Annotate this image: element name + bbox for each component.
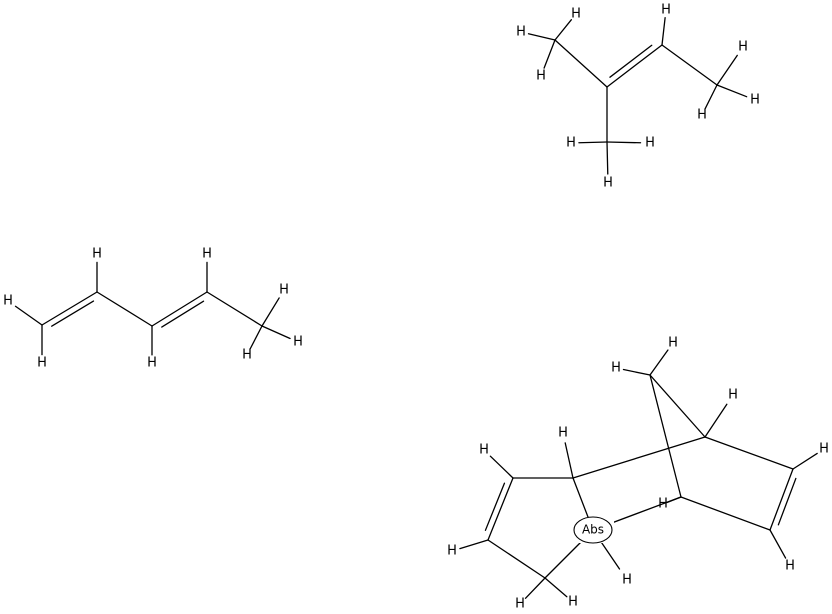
hydrogen-atom-label: H [728,388,738,403]
hydrogen-atom-label: H [645,136,655,151]
hydrogen-atom-label: H [611,361,621,376]
h-bond [666,496,682,504]
double-bond-main [41,291,98,326]
hydrogen-atom-label: H [147,356,157,371]
h-bond [704,403,728,438]
h-bond [527,33,556,41]
double-bond-inner [609,44,653,78]
stereo-abs-label: Abs [572,516,614,544]
double-bond-main [606,44,663,88]
bond [661,44,718,86]
hydrogen-atom-label: H [661,3,671,18]
h-bond [543,39,556,69]
hydrogen-atom-label: H [202,247,212,262]
bond [96,291,153,327]
double-bond-main [151,291,208,327]
double-bond-inner [484,482,506,531]
h-bond [489,455,514,479]
hydrogen-atom-label: H [750,93,760,108]
molecule-2-methyl-2-butene: H H H H H H H H H H [516,3,760,191]
hydrogen-atom-label: H [558,426,568,441]
h-bond [792,452,818,470]
h-bond [249,325,263,350]
h-bond [261,297,280,327]
bond [680,496,771,531]
bond [704,436,794,470]
bond [572,436,706,479]
double-bond-inner [777,477,797,526]
double-bond-inner [51,300,95,327]
abs-text: Abs [582,523,604,537]
hydrogen-atom-label: H [479,443,489,458]
hydrogen-atom-label: H [536,69,546,84]
h-bond [769,529,787,559]
molecule-1-3-pentadiene: H H H H H H H H [3,247,303,371]
hydrogen-atom-label: H [622,573,632,588]
bond [649,374,706,438]
h-bond [649,349,669,376]
molecule-dicyclopentadiene: H H H H H H H H H H H H [447,336,829,612]
h-bond [606,141,642,144]
bond [206,291,263,327]
double-bond-inner [161,300,205,328]
h-bond [261,325,291,340]
h-bond [459,539,489,550]
hydrogen-atom-label: H [566,136,576,151]
hydrogen-atom-label: H [242,348,252,363]
double-bond-main [769,468,794,531]
hydrogen-atom-label: H [738,40,748,55]
hydrogen-atom-label: H [785,559,795,574]
hydrogen-atom-label: H [37,356,47,371]
hydrogen-atom-label: H [3,294,13,309]
hydrogen-atom-label: H [516,25,526,40]
hydrogen-atom-label: H [571,7,581,22]
hydrogen-atom-label: H [279,283,289,298]
abs-ring [573,516,613,544]
bond [554,39,608,88]
h-bond [544,577,568,598]
h-bond [14,305,43,326]
h-bond [554,19,573,41]
hydrogen-atom-label: H [697,108,707,123]
h-bond [716,84,748,98]
hydrogen-atom-label: H [515,597,525,612]
h-bond [622,368,651,376]
h-bond [578,141,608,144]
h-bond [704,84,718,110]
h-bond [524,577,546,599]
hydrogen-atom-label: H [603,176,613,191]
hydrogen-atom-label: H [293,335,303,350]
hydrogen-atom-label: H [819,442,829,457]
h-bond [661,17,666,46]
h-bond [606,141,609,175]
hydrogen-atom-label: H [568,595,578,610]
h-bond [716,54,738,86]
hydrogen-atom-label: H [92,247,102,262]
hydrogen-atom-label: H [447,544,457,559]
hydrogen-atom-label: H [668,336,678,351]
h-bond [564,442,574,479]
bond [649,374,682,498]
double-bond-main [487,477,514,541]
bond [487,539,546,579]
hydrogen-atom-label: H [658,497,668,512]
